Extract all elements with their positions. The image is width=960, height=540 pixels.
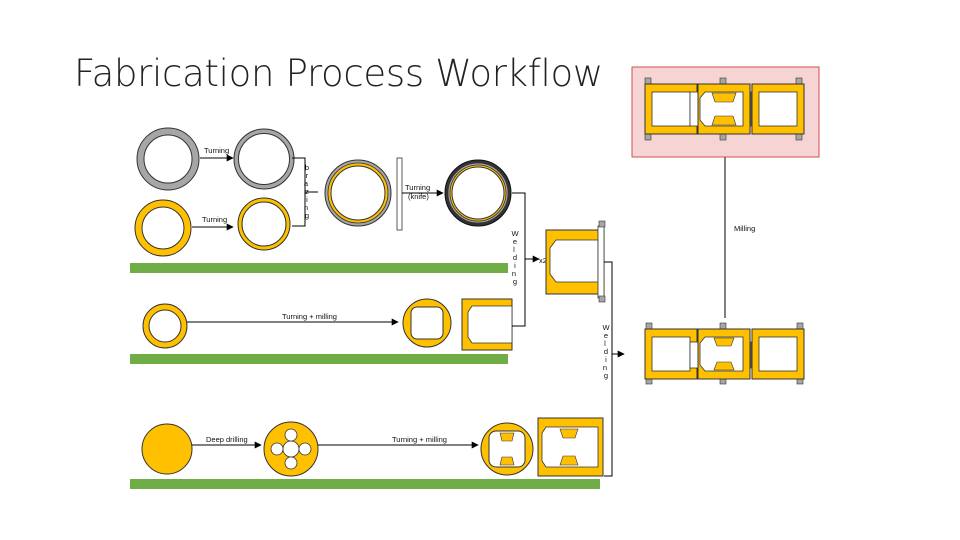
x2-label: x2	[539, 256, 547, 265]
welded-assembly	[644, 322, 805, 385]
page-title: Fabrication Process Workflow	[74, 52, 603, 95]
gray-ring-turned	[233, 128, 295, 190]
turning-milling-label-1: Turning + milling	[282, 312, 337, 321]
profiled-block-side	[537, 417, 604, 477]
knife-insert	[396, 157, 403, 231]
orange-ring-turned	[237, 197, 291, 251]
solid-orange-disc	[141, 423, 193, 475]
milling-label: Milling	[734, 224, 755, 233]
orange-ring-plain	[142, 303, 188, 349]
brazing-bracket	[292, 157, 318, 227]
milled-ring	[402, 298, 452, 348]
final-assembly	[631, 66, 820, 158]
welding-bracket-2	[604, 261, 624, 477]
profiled-disc	[480, 422, 534, 476]
process-bar-1	[130, 263, 508, 273]
process-bar-3	[130, 479, 600, 489]
welded-subassembly	[545, 220, 606, 303]
knife-turned-ring	[444, 159, 512, 227]
turning-top-label: Turning	[204, 146, 229, 155]
process-bar-2	[130, 354, 508, 364]
turning-milling-label-2: Turning + milling	[392, 435, 447, 444]
turning-bottom-label: Turning	[202, 215, 227, 224]
gray-ring-raw	[136, 127, 200, 191]
drilled-disc	[263, 421, 319, 477]
brazed-ring	[324, 159, 392, 227]
turning-knife-label: Turning (knife)	[405, 183, 432, 201]
milled-block-side	[461, 298, 513, 351]
welding-bracket-1	[512, 192, 539, 327]
deep-drilling-label: Deep drilling	[206, 435, 248, 444]
orange-ring-raw	[134, 199, 192, 257]
